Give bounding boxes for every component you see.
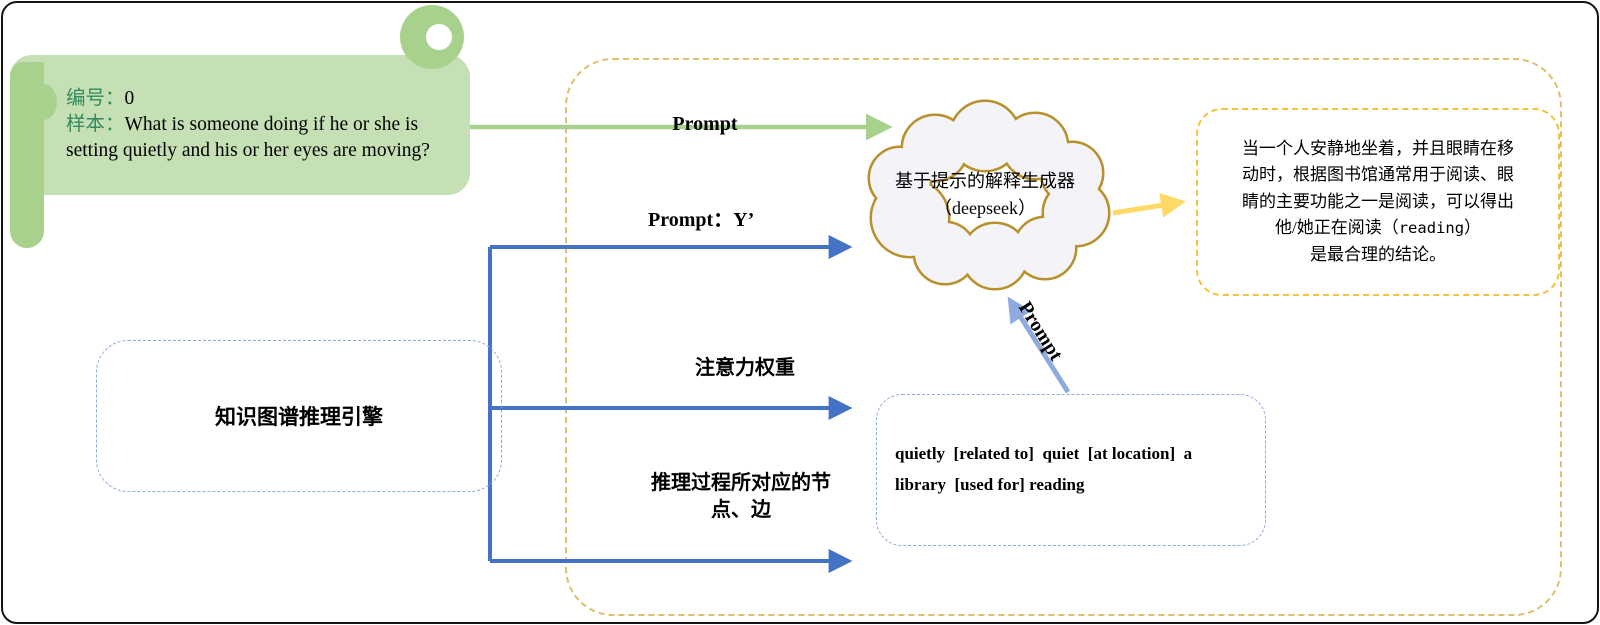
explanation-output-box: 当一个人安静地坐着，并且眼睛在移 动时，根据图书馆通常用于阅读、眼 睛的主要功能…	[1196, 108, 1560, 296]
banner-comma-icon	[30, 84, 57, 120]
sample-id-line: 编号：0	[66, 86, 466, 112]
banner-curl-notch	[426, 24, 452, 50]
sample-id-label: 编号：	[66, 88, 125, 109]
generator-cloud-label: 基于提示的解释生成器 （deepseek）	[895, 171, 1075, 218]
sample-banner	[10, 55, 470, 195]
prompt-y-arrow-label: Prompt：Y’	[648, 209, 755, 231]
kg-engine-box: 知识图谱推理引擎	[96, 340, 502, 492]
pipeline-dashed-container	[565, 58, 1562, 616]
output-line: 是最合理的结论。	[1310, 244, 1446, 264]
output-line: 睛的主要功能之一是阅读，可以得出	[1242, 191, 1514, 211]
sample-banner-text: 编号：0 样本：What is someone doing if he or s…	[66, 86, 466, 164]
sample-id-value: 0	[124, 88, 135, 109]
sample-question-text: What is someone doing if he or she is se…	[66, 114, 430, 162]
reading-mono-text: reading	[1398, 219, 1465, 238]
nodes-edges-arrow-label: 推理过程所对应的节 点、边	[651, 472, 831, 521]
output-line: 他/她正在阅读（reading）	[1274, 218, 1482, 238]
output-line: 动时，根据图书馆通常用于阅读、眼	[1242, 165, 1514, 185]
sample-question-line: 样本：What is someone doing if he or she is…	[66, 112, 466, 164]
kg-engine-label: 知识图谱推理引擎	[215, 405, 383, 429]
prompt-arrow-label: Prompt	[672, 113, 738, 135]
triples-box: quietly [related to] quiet [at location]…	[876, 394, 1266, 546]
triples-text: quietly [related to] quiet [at location]…	[895, 444, 1193, 494]
generator-cloud	[867, 99, 1111, 291]
sample-label: 样本：	[66, 114, 125, 136]
attention-arrow-label: 注意力权重	[695, 357, 795, 379]
output-line: 当一个人安静地坐着，并且眼睛在移	[1242, 139, 1514, 159]
